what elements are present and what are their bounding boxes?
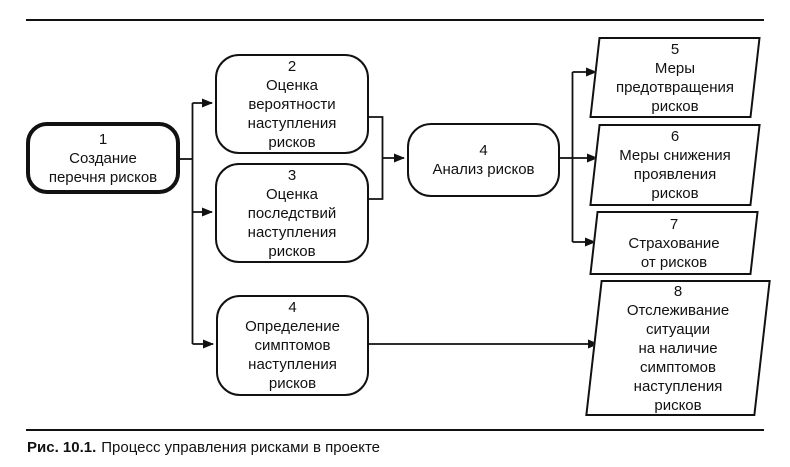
node-2-probability-assessment: 2 Оценка вероятности наступления рисков [215,54,369,154]
caption-text: Процесс управления рисками в проекте [101,439,381,456]
node-label: Страхование от рисков [628,234,720,271]
node-1-create-risk-list: 1 Создание перечня рисков [26,122,180,194]
connector-n2-n3-join [369,116,384,200]
node-7-risk-insurance: 7 Страхование от рисков [589,211,759,275]
caption-label: Рис. 10.1. [27,439,97,456]
node-6-mitigation-measures: 6 Меры снижения проявления рисков [589,124,761,206]
node-3-consequences-assessment: 3 Оценка последствий наступления рисков [215,163,369,263]
node-label: Меры снижения проявления рисков [619,147,731,202]
node-8-situation-monitoring: 8 Отслеживание ситуации на наличие симпт… [585,280,771,416]
node-number: 4 [479,142,488,159]
node-number: 1 [98,130,108,148]
node-label: Анализ рисков [432,161,535,178]
node-5-prevention-measures: 5 Меры предотвращения рисков [589,37,761,118]
node-number: 2 [287,57,297,75]
node-number: 4 [288,299,297,316]
node-label: Меры предотвращения рисков [615,59,735,115]
node-label: Создание перечня рисков [48,149,158,186]
bottom-rule [26,429,764,431]
node-label: Оценка вероятности наступления рисков [247,76,337,151]
node-number: 6 [670,128,680,145]
node-number: 7 [669,215,679,233]
node-label: Определение симптомов наступления рисков [245,318,340,392]
node-label: Оценка последствий наступления рисков [247,185,337,260]
node-4-symptom-definition: 4 Определение симптомов наступления риск… [216,295,369,396]
top-rule [26,19,764,21]
node-number: 8 [673,282,683,300]
node-number: 3 [287,166,297,184]
figure-caption: Рис. 10.1.Процесс управления рисками в п… [27,439,380,456]
node-4-risk-analysis: 4 Анализ рисков [407,123,560,197]
node-number: 5 [670,40,680,58]
node-label: Отслеживание ситуации на наличие симптом… [626,301,730,414]
